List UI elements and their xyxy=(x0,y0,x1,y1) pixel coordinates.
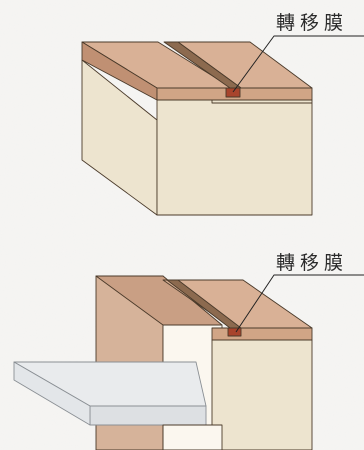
shelf-front xyxy=(89,405,207,426)
bottom-right-block-front xyxy=(211,339,313,450)
shelf-side xyxy=(13,361,91,426)
bottom-laminate-edge xyxy=(211,327,313,341)
bottom-diagram xyxy=(13,274,364,450)
top-diagram xyxy=(81,35,364,216)
top-step-line xyxy=(211,100,312,104)
bottom-transfer-film xyxy=(227,327,242,337)
top-right-block-front xyxy=(156,99,313,216)
top-transfer-film-label: 轉移膜 xyxy=(276,12,349,34)
top-transfer-film xyxy=(225,87,241,98)
top-callout-line xyxy=(232,35,364,93)
bottom-transfer-film-label: 轉移膜 xyxy=(276,252,349,274)
bottom-inner-panel-lower xyxy=(162,424,223,450)
bottom-callout-line xyxy=(235,274,364,333)
